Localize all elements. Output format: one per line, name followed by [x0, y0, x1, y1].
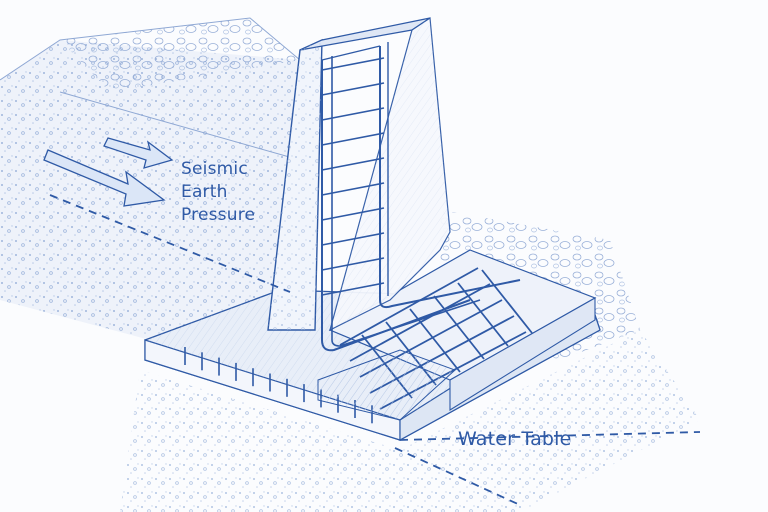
- wall-tie-bar: [321, 232, 385, 246]
- seismic-arrows: [43, 137, 174, 207]
- arrow-icon: [103, 137, 174, 169]
- slab-transverse-bar: [457, 282, 509, 347]
- subsoil: [120, 330, 700, 512]
- wall-tie-bar: [321, 182, 385, 196]
- seismic-label-line-2: Earth: [181, 182, 228, 202]
- water-table-line: [49, 194, 701, 506]
- seismic-label-line-1: Seismic: [181, 159, 248, 179]
- wall-tie-bar: [321, 57, 385, 71]
- arrow-icon: [43, 149, 166, 207]
- wall-tie-bar: [321, 82, 385, 96]
- water-table-label: Water Table: [458, 428, 572, 450]
- slab-longitudinal-bar: [339, 267, 479, 346]
- wall-tie-bar: [321, 157, 385, 171]
- drainage-layer: [317, 349, 456, 421]
- toe-slab: [328, 249, 597, 411]
- seismic-label-line-3: Pressure: [181, 205, 256, 225]
- wall-tie-bar: [321, 207, 385, 221]
- slab-transverse-bar: [481, 269, 533, 334]
- slab-transverse-bar: [433, 295, 485, 360]
- slab-transverse-bar: [409, 308, 461, 373]
- wall-tie-bar: [321, 132, 385, 146]
- stem-wall: [267, 16, 451, 332]
- wall-tie-bar: [321, 282, 385, 296]
- wall-tie-bar: [321, 107, 385, 121]
- wall-rebar-cage: [321, 42, 521, 352]
- wall-tie-bar: [321, 257, 385, 271]
- seismic-earth-pressure-label: Seismic Earth Pressure: [181, 158, 255, 227]
